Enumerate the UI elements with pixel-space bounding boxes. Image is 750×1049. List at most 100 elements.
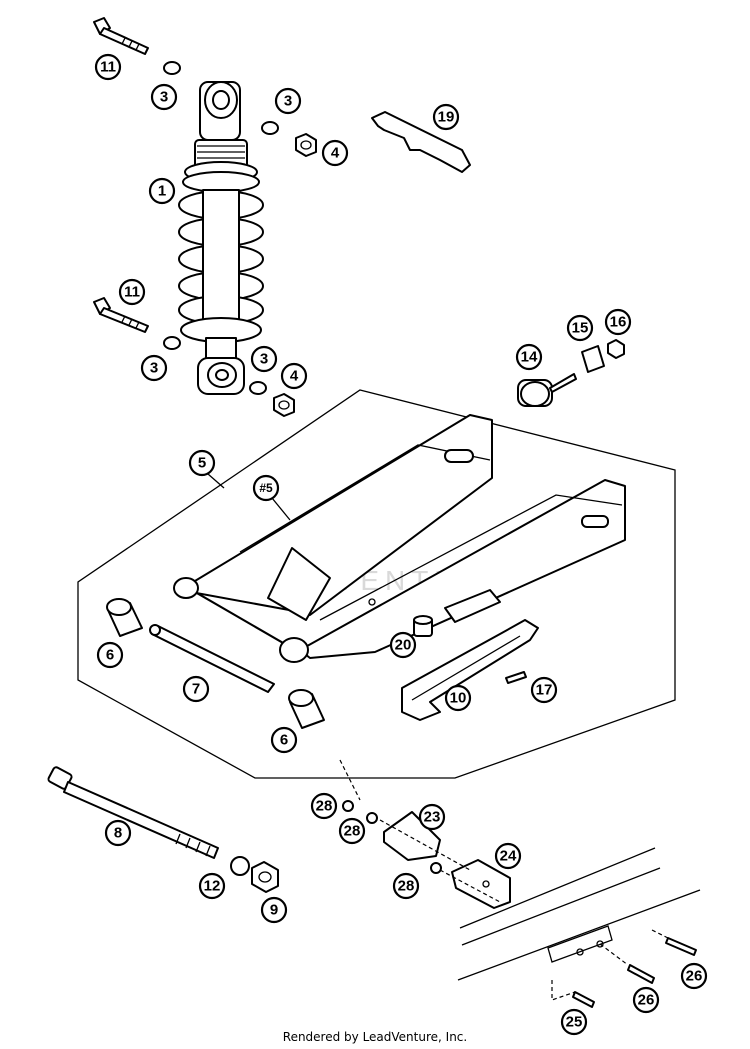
- pivot-axle: [47, 766, 219, 859]
- nut-28c: [430, 862, 442, 874]
- svg-text:8: 8: [114, 825, 122, 842]
- slider-screw: [505, 671, 527, 684]
- pivot-sleeve-end: [149, 624, 161, 636]
- left-bushing: [106, 598, 143, 637]
- svg-text:24: 24: [500, 848, 517, 865]
- svg-text:3: 3: [150, 360, 158, 377]
- svg-text:12: 12: [204, 878, 221, 895]
- svg-text:3: 3: [160, 89, 168, 106]
- svg-text:14: 14: [521, 349, 538, 366]
- callout-28-c: 28: [392, 872, 420, 900]
- spacer: [413, 615, 433, 637]
- callout-28-a: 28: [310, 792, 338, 820]
- svg-text:28: 28: [344, 823, 361, 840]
- screw-25: [572, 991, 595, 1008]
- bracket-hole: [482, 880, 490, 888]
- screw-26a: [665, 937, 697, 956]
- svg-text:3: 3: [260, 351, 268, 368]
- svg-text:3: 3: [284, 93, 292, 110]
- callout-12: 12: [198, 872, 226, 900]
- screw-26b: [627, 964, 655, 984]
- callout-6-left: 6: [96, 641, 124, 669]
- svg-text:15: 15: [572, 320, 589, 337]
- svg-text:23: 23: [424, 809, 441, 826]
- callout-9: 9: [260, 896, 288, 924]
- nut-28a: [342, 800, 354, 812]
- guide-bracket: [451, 859, 511, 909]
- callout-11-bottom: 11: [118, 278, 146, 306]
- callout-8: 8: [104, 819, 132, 847]
- callout-23: 23: [418, 803, 446, 831]
- svg-text:10: 10: [450, 690, 467, 707]
- callout-3-bottom-right: 3: [250, 345, 278, 373]
- svg-text:4: 4: [331, 145, 340, 162]
- callout-16: 16: [604, 308, 632, 336]
- svg-text:9: 9: [270, 902, 278, 919]
- callout-20: 20: [389, 631, 417, 659]
- callout-24: 24: [494, 842, 522, 870]
- svg-text:28: 28: [398, 878, 415, 895]
- svg-text:7: 7: [192, 681, 200, 698]
- spanner-wrench: [371, 111, 471, 173]
- svg-text:11: 11: [124, 284, 140, 301]
- svg-text:6: 6: [106, 647, 114, 664]
- callout-10: 10: [444, 684, 472, 712]
- axle-washer: [230, 856, 250, 876]
- shock-absorber: [178, 81, 264, 395]
- callout-14: 14: [515, 343, 543, 371]
- callout-26-b: 26: [632, 986, 660, 1014]
- swingarm-group-outline: [77, 389, 676, 779]
- lower-nut: [273, 393, 295, 417]
- svg-text:16: 16: [610, 314, 627, 331]
- callout-25: 25: [560, 1008, 588, 1036]
- lower-bolt: [93, 297, 149, 333]
- callout-hash-5: #5: [252, 474, 280, 502]
- upper-nut: [295, 133, 317, 157]
- chain-roller: [517, 373, 577, 407]
- svg-text:20: 20: [395, 637, 412, 654]
- upper-right-washer: [261, 121, 279, 135]
- svg-text:28: 28: [316, 798, 333, 815]
- callout-4-top: 4: [321, 139, 349, 167]
- svg-text:4: 4: [290, 368, 299, 385]
- frame-section: [457, 847, 701, 981]
- svg-text:1: 1: [158, 183, 166, 200]
- callout-5-leader: [207, 473, 225, 489]
- svg-text:26: 26: [686, 968, 703, 985]
- svg-text:#5: #5: [259, 481, 273, 495]
- lower-left-washer: [163, 336, 181, 350]
- callout-6-right: 6: [270, 726, 298, 754]
- nut-28b: [366, 812, 378, 824]
- callout-7: 7: [182, 675, 210, 703]
- roller-nut: [607, 339, 625, 359]
- svg-text:25: 25: [566, 1014, 583, 1031]
- axle-nut: [251, 861, 279, 893]
- assembly-leaders: [339, 759, 669, 1001]
- roller-bracket: [581, 345, 605, 373]
- callout-3-top-left: 3: [150, 83, 178, 111]
- svg-text:17: 17: [536, 682, 553, 699]
- callout-15: 15: [566, 314, 594, 342]
- callout-17: 17: [530, 676, 558, 704]
- svg-text:5: 5: [198, 455, 206, 472]
- swingarm: [173, 414, 626, 663]
- upper-left-washer: [163, 61, 181, 75]
- callout-26-a: 26: [680, 962, 708, 990]
- upper-bolt: [93, 17, 149, 55]
- chain-guide-block: [383, 811, 441, 861]
- pivot-sleeve: [151, 625, 275, 693]
- callout-11-top: 11: [94, 53, 122, 81]
- callout-3-top-right: 3: [274, 87, 302, 115]
- callout-3-bottom-left: 3: [140, 354, 168, 382]
- callout-hash-5-leader: [271, 497, 291, 521]
- svg-text:19: 19: [438, 109, 455, 126]
- svg-text:11: 11: [100, 59, 116, 76]
- lower-right-washer: [249, 381, 267, 395]
- svg-text:26: 26: [638, 992, 655, 1009]
- callout-5: 5: [188, 449, 216, 477]
- render-credit: Rendered by LeadVenture, Inc.: [282, 1030, 468, 1044]
- callout-28-b: 28: [338, 817, 366, 845]
- callout-1: 1: [148, 177, 176, 205]
- chain-slider-edge: [411, 635, 521, 701]
